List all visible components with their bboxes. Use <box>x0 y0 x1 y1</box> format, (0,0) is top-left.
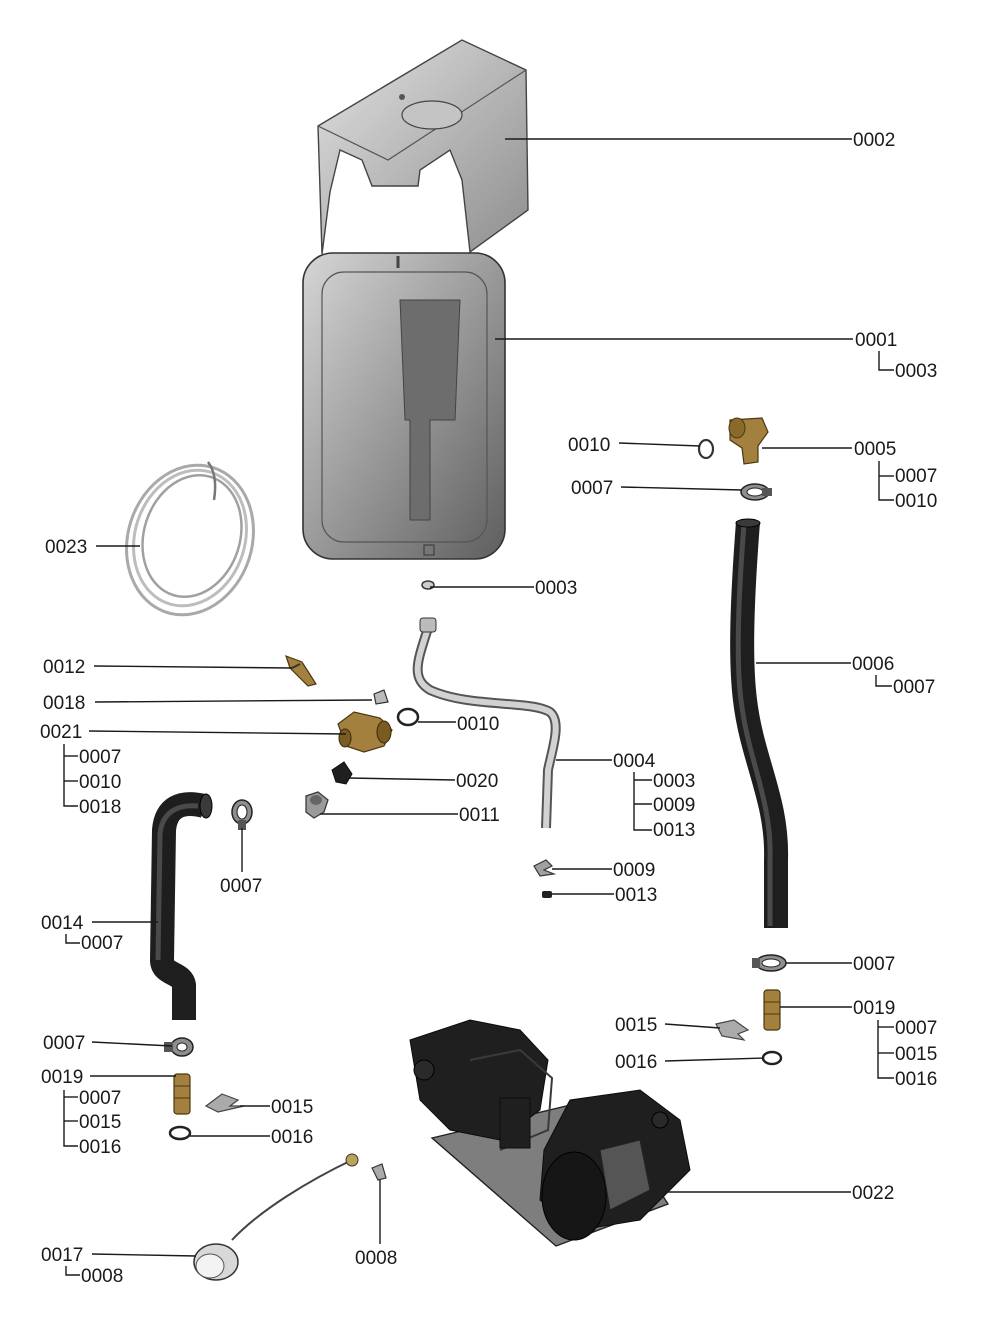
part-washer-0016-left <box>168 1125 192 1141</box>
part-brass-fitting-0021 <box>337 711 393 753</box>
label-0001: 0001 <box>855 330 897 351</box>
part-gauge-0017 <box>193 1153 359 1281</box>
part-oring-0003 <box>421 580 435 590</box>
label-0015-right: 0015 <box>615 1015 657 1036</box>
leader-lines <box>63 138 894 1276</box>
label-0006-sub: 0007 <box>893 677 935 698</box>
part-connector-0019-left <box>173 1073 191 1115</box>
label-0019-right: 0019 <box>853 998 895 1019</box>
label-0019-right-sub-3: 0016 <box>895 1069 937 1090</box>
label-0007-center: 0007 <box>220 876 262 897</box>
label-0008: 0008 <box>355 1248 397 1269</box>
label-0004-sub-3: 0013 <box>653 820 695 841</box>
part-connector-0019-right <box>763 989 781 1031</box>
part-plug-0013 <box>542 891 552 898</box>
part-elbow-0011 <box>305 791 329 819</box>
part-clip-0015-left <box>204 1093 245 1113</box>
label-0004-sub-2: 0009 <box>653 795 695 816</box>
label-0021-sub-1: 0007 <box>79 747 121 768</box>
label-0019-right-sub-1: 0007 <box>895 1018 937 1039</box>
label-0013: 0013 <box>615 885 657 906</box>
label-0004-sub-1: 0003 <box>653 771 695 792</box>
part-clip-0015-right <box>715 1019 750 1041</box>
label-0011: 0011 <box>459 805 500 826</box>
label-0016-left: 0016 <box>271 1127 313 1148</box>
part-clamp-0007-right-low <box>752 954 787 972</box>
label-0005: 0005 <box>854 439 896 460</box>
label-0017-sub: 0008 <box>81 1266 123 1287</box>
part-hose-0006 <box>730 518 789 928</box>
label-0009: 0009 <box>613 860 655 881</box>
label-0019-left-sub-1: 0007 <box>79 1088 121 1109</box>
label-0016-right: 0016 <box>615 1052 657 1073</box>
label-0021-sub-3: 0018 <box>79 797 121 818</box>
label-0020: 0020 <box>456 771 498 792</box>
label-0005-sub-1: 0007 <box>895 466 937 487</box>
part-oring-0010-top <box>697 438 715 460</box>
part-pump-assembly-0022 <box>409 1019 691 1247</box>
label-0005-sub-2: 0010 <box>895 491 937 512</box>
label-0007-top: 0007 <box>571 478 613 499</box>
part-expansion-tank-0001 <box>302 252 506 560</box>
label-0002: 0002 <box>853 130 895 151</box>
label-0014: 0014 <box>41 913 84 934</box>
part-washer-0016-right <box>761 1050 783 1066</box>
part-hose-0014 <box>149 792 213 1020</box>
label-0019-left-sub-3: 0016 <box>79 1137 121 1158</box>
part-labels: 0002 0001 0003 0010 0005 0007 0010 0007 … <box>40 130 937 1287</box>
part-clip-0008 <box>371 1163 387 1181</box>
label-0006: 0006 <box>852 654 894 675</box>
label-0012: 0012 <box>43 657 85 678</box>
label-0001-sub: 0003 <box>895 361 937 382</box>
label-0019-left: 0019 <box>41 1067 83 1088</box>
part-clip-0009 <box>533 859 557 877</box>
part-pipe-0004 <box>412 617 561 829</box>
label-0010-top: 0010 <box>568 435 610 456</box>
label-0015-left: 0015 <box>271 1097 313 1118</box>
part-valve-0020 <box>331 761 353 785</box>
part-brass-elbow-0005 <box>728 417 769 465</box>
label-0022: 0022 <box>852 1183 894 1204</box>
label-0004: 0004 <box>613 751 656 772</box>
part-sensor-0012 <box>285 654 317 687</box>
label-0021-sub-2: 0010 <box>79 772 121 793</box>
label-0018: 0018 <box>43 693 85 714</box>
label-0007-right-low: 0007 <box>853 954 895 975</box>
label-0003: 0003 <box>535 578 577 599</box>
label-0019-right-sub-2: 0015 <box>895 1044 937 1065</box>
label-0014-sub: 0007 <box>81 933 123 954</box>
part-coiled-tube-0023 <box>125 461 255 617</box>
label-0017: 0017 <box>41 1245 83 1266</box>
part-clip-0018 <box>373 689 389 705</box>
label-0023: 0023 <box>45 537 87 558</box>
part-clamp-0007-left-low <box>164 1037 194 1057</box>
part-clamp-0007-center <box>231 799 253 830</box>
label-0019-left-sub-2: 0015 <box>79 1112 121 1133</box>
part-cover-0002 <box>317 39 529 255</box>
label-0021: 0021 <box>40 722 82 743</box>
part-oring-0010-mid <box>396 707 420 727</box>
part-clamp-0007-right-top <box>740 483 772 501</box>
label-0007-left-low: 0007 <box>43 1033 85 1054</box>
label-0010-mid: 0010 <box>457 714 499 735</box>
